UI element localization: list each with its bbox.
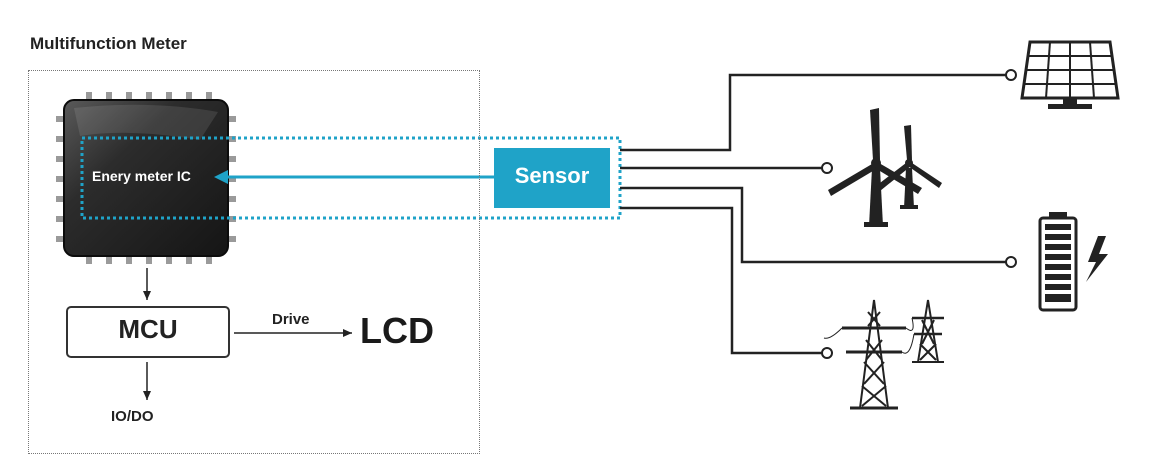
source-wiring xyxy=(620,73,1006,355)
io-do-label: IO/DO xyxy=(111,408,154,425)
sensor-box xyxy=(494,148,610,208)
battery-icon xyxy=(1038,212,1108,312)
wind-turbine-icon xyxy=(828,108,942,227)
energy-meter-ic-label: Enery meter IC xyxy=(92,168,191,184)
solar-panel-icon xyxy=(1020,40,1120,109)
mcu-label: MCU xyxy=(118,314,178,344)
sensor-label: Sensor xyxy=(514,163,590,188)
lcd-label: LCD xyxy=(360,310,434,351)
sensor-to-ic-arrow xyxy=(214,170,494,184)
meter-container xyxy=(28,70,480,454)
drive-label: Drive xyxy=(272,311,310,328)
power-tower-icon xyxy=(823,299,944,410)
mcu-box xyxy=(66,306,230,358)
lightning-bolt-icon xyxy=(1086,236,1108,282)
diagram-title: Multifunction Meter xyxy=(30,34,187,53)
wire-terminals xyxy=(821,69,1017,359)
signal-corridor xyxy=(80,136,622,220)
